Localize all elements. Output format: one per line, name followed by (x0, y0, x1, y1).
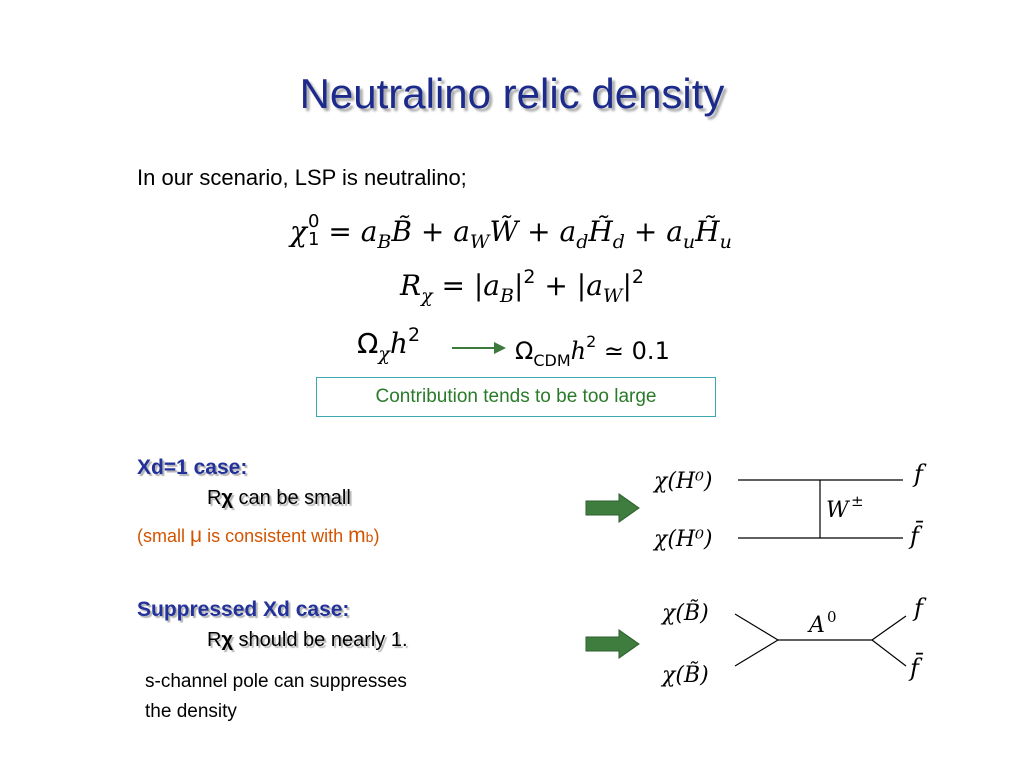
diagram1-out-top: f (912, 460, 927, 488)
slide-title: Neutralino relic density (299, 70, 725, 117)
diagram1-out-bottom: f̄ (908, 521, 924, 550)
diagram1-mediator: W (826, 498, 851, 523)
omega-chi-equation: Ωχh2 (357, 324, 421, 365)
feynman-diagram-s-channel: χ(B̃) χ(B̃) f f̄ A 0 (660, 594, 927, 688)
case2-statement: Rχ should be nearly 1. (207, 629, 408, 651)
green-arrow-icon (452, 342, 506, 354)
diagram2-in-top: χ(B̃) (660, 600, 709, 626)
contribution-note-box: Contribution tends to be too large (316, 377, 716, 417)
case1-statement: Rχ can be small (207, 487, 351, 509)
diagram2-mediator: A (807, 613, 825, 638)
fat-arrow-icon-2 (585, 629, 640, 659)
case1-note: (small μ is consistent with mb) (137, 524, 380, 547)
case1-heading: Xd=1 case: (137, 456, 248, 479)
case2-heading: Suppressed Xd case: (137, 598, 350, 621)
fat-arrow-icon (585, 493, 640, 523)
diagram1-in-top: χ(H⁰) (652, 469, 713, 494)
feynman-diagram-w-exchange: χ(H⁰) χ(H⁰) f f̄ W ± (652, 460, 927, 552)
intro-text: In our scenario, LSP is neutralino; (137, 165, 467, 190)
r-chi-equation: Rχ = |aB|2 + |aW|2 (400, 266, 644, 307)
diagram2-mediator-sup: 0 (827, 608, 837, 626)
diagram1-mediator-sup: ± (851, 492, 864, 510)
diagram2-out-top: f (912, 594, 927, 622)
diagram2-out-bottom: f̄ (908, 653, 924, 682)
case2-note: s-channel pole can suppresses the densit… (145, 671, 407, 722)
omega-cdm-equation: ΩCDMh2 ≃ 0.1 (515, 332, 670, 370)
diagram1-in-bottom: χ(H⁰) (652, 527, 713, 552)
diagram2-in-bottom: χ(B̃) (660, 662, 709, 688)
